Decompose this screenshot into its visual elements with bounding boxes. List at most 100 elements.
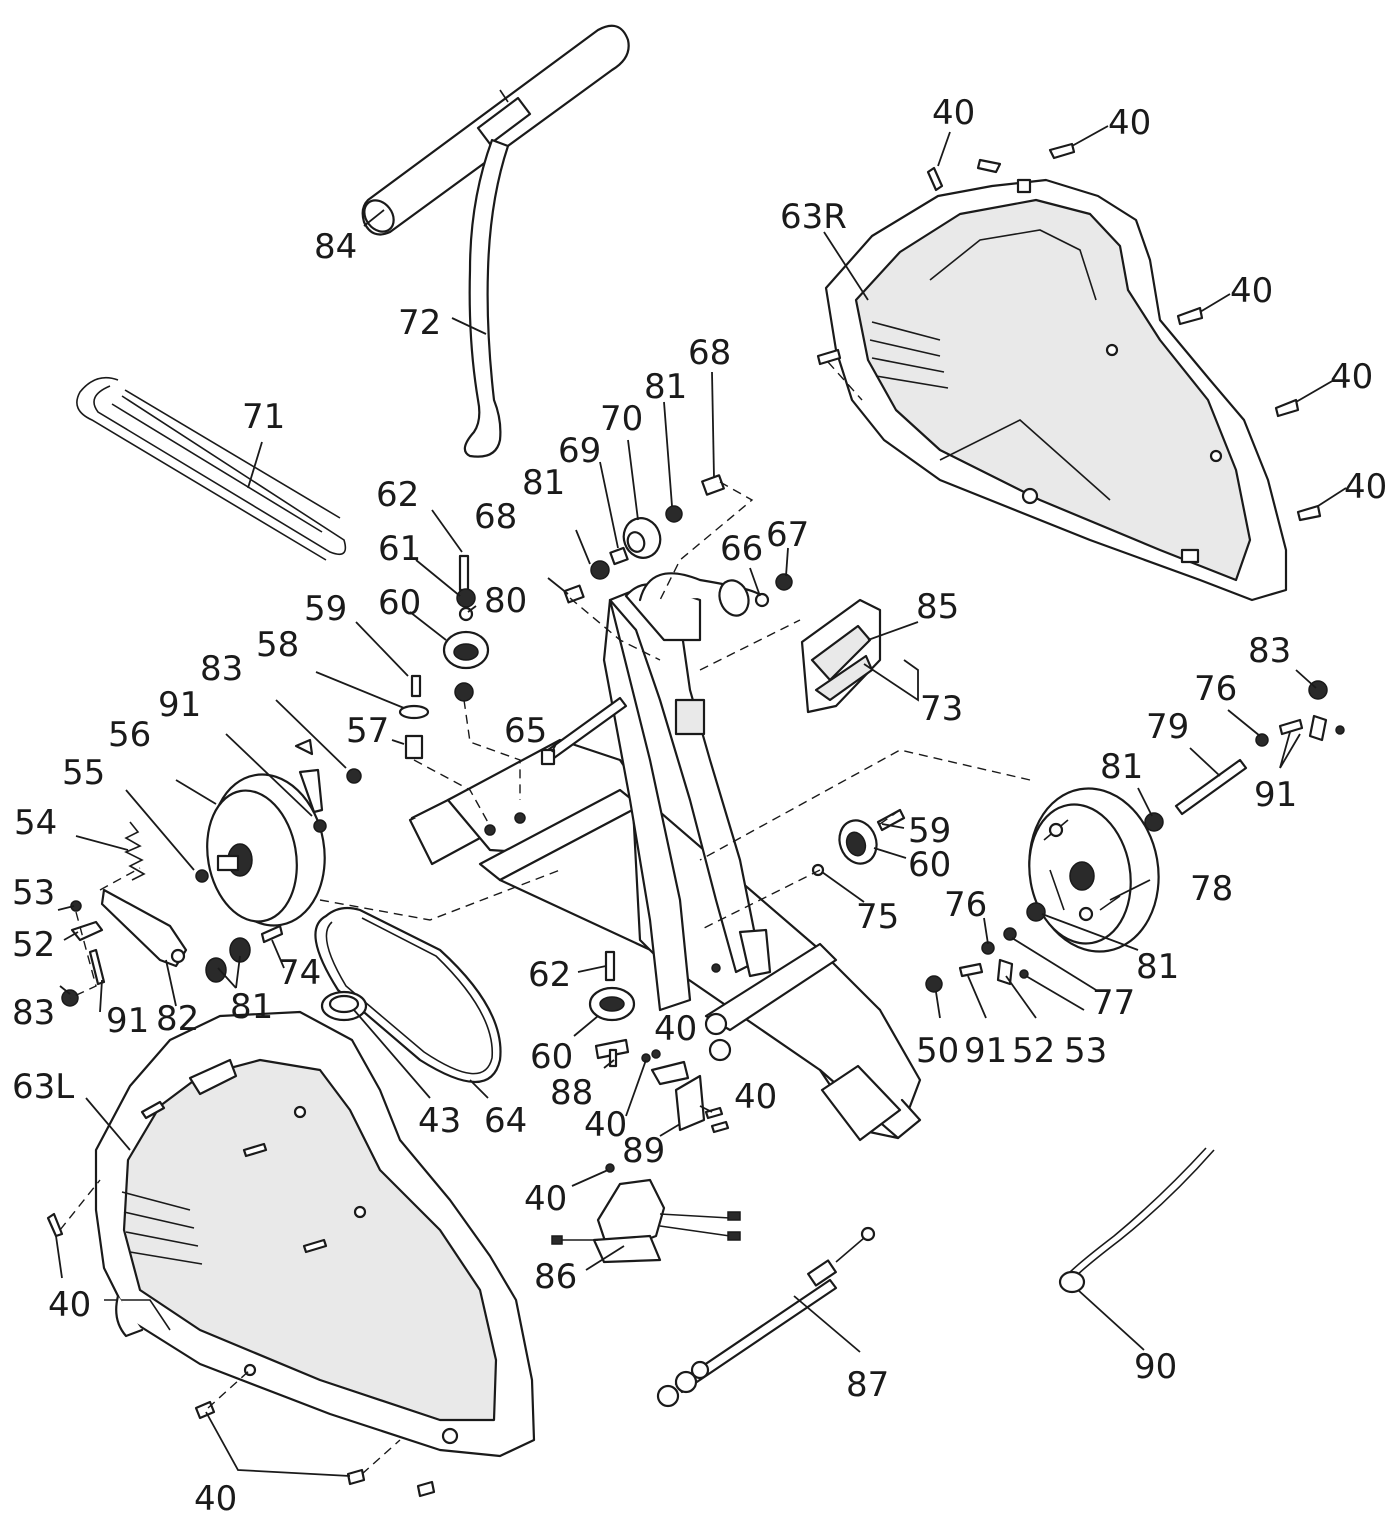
label-40-g: 40 [932, 93, 975, 133]
label-91-lower: 91 [106, 1001, 149, 1041]
label-58: 58 [256, 625, 299, 665]
label-63L: 63L [12, 1067, 74, 1107]
main-frame [408, 572, 922, 1142]
label-59-b: 59 [908, 811, 951, 851]
label-89: 89 [622, 1131, 665, 1171]
label-62-b: 62 [528, 955, 571, 995]
sensor-wire-part-90 [1058, 1147, 1215, 1294]
label-83: 83 [200, 649, 243, 689]
label-70: 70 [600, 399, 643, 439]
spring-and-tensioner-parts-left [61, 738, 362, 1007]
cable-part-87 [656, 1226, 876, 1408]
label-59: 59 [304, 589, 347, 629]
label-53: 53 [12, 873, 55, 913]
label-60: 60 [378, 583, 421, 623]
label-64: 64 [484, 1101, 527, 1141]
label-88: 88 [550, 1073, 593, 1113]
label-54: 54 [14, 803, 57, 843]
nut-parts-66-67 [754, 573, 793, 608]
label-43: 43 [418, 1101, 461, 1141]
label-55: 55 [62, 753, 105, 793]
label-81: 81 [230, 987, 273, 1027]
label-40-bottom: 40 [194, 1479, 237, 1517]
pulley-parts-62-60-lower [588, 950, 636, 1022]
label-76-b: 76 [1194, 669, 1237, 709]
screws-part-40-left-cover [46, 1100, 436, 1498]
screws-part-40-right-cover [816, 142, 1322, 522]
label-91-d: 91 [1254, 775, 1297, 815]
label-50: 50 [916, 1031, 959, 1071]
label-71: 71 [242, 397, 285, 437]
bracket-parts-88-89-40 [594, 1038, 730, 1173]
label-69: 69 [558, 431, 601, 471]
label-72: 72 [398, 303, 441, 343]
rod-part-71 [76, 376, 347, 561]
label-68-b: 68 [688, 333, 731, 373]
label-66: 66 [720, 529, 763, 569]
label-86: 86 [534, 1257, 577, 1297]
label-77: 77 [1092, 983, 1135, 1023]
label-76: 76 [944, 885, 987, 925]
label-83-c: 83 [1248, 631, 1291, 671]
label-63R: 63R [780, 197, 847, 237]
label-40-e: 40 [734, 1077, 777, 1117]
label-53-b: 53 [1064, 1031, 1107, 1071]
label-67: 67 [766, 515, 809, 555]
label-82: 82 [156, 999, 199, 1039]
label-83-lower: 83 [12, 993, 55, 1033]
label-90: 90 [1134, 1347, 1177, 1387]
label-78: 78 [1190, 869, 1233, 909]
motor-part-86 [551, 1178, 741, 1264]
label-81-d: 81 [1136, 947, 1179, 987]
label-81-b: 81 [522, 463, 565, 503]
seat-bracket-part-85 [699, 598, 919, 714]
label-80: 80 [484, 581, 527, 621]
label-62: 62 [376, 475, 419, 515]
label-60-c: 60 [908, 845, 951, 885]
label-52-b: 52 [1012, 1031, 1055, 1071]
pulley-parts-62-61-80-60 [442, 554, 521, 800]
flywheel-part-78 [699, 749, 1160, 953]
label-40-c: 40 [654, 1009, 697, 1049]
right-cover-part-63R [824, 178, 1288, 602]
label-56: 56 [108, 715, 151, 755]
ring-part-43 [320, 990, 368, 1022]
bolt-washer-spacer-parts-59-58-57 [398, 674, 491, 827]
part-number-labels: 84 72 71 62 61 80 60 59 58 57 83 91 56 5… [12, 93, 1387, 1517]
label-87: 87 [846, 1365, 889, 1405]
axle-and-hardware-parts-79-81-76-83-91 [925, 680, 1345, 993]
strap-part-72 [463, 138, 510, 458]
label-40-k: 40 [1344, 467, 1387, 507]
label-40-i: 40 [1230, 271, 1273, 311]
bolt-part-65 [540, 696, 628, 766]
bearing-parts-81-and-bolt-74 [205, 924, 284, 983]
label-84: 84 [314, 227, 357, 267]
label-61: 61 [378, 529, 421, 569]
label-65: 65 [504, 711, 547, 751]
label-81-c: 81 [644, 367, 687, 407]
label-74: 74 [278, 953, 321, 993]
label-40-d: 40 [584, 1105, 627, 1145]
bearing-stack-parts-68-81-69-70 [563, 474, 754, 661]
label-73: 73 [920, 689, 963, 729]
label-52: 52 [12, 925, 55, 965]
label-91-c: 91 [964, 1031, 1007, 1071]
label-40-left: 40 [48, 1285, 91, 1325]
label-68: 68 [474, 497, 517, 537]
label-40-f: 40 [524, 1179, 567, 1219]
label-40-j: 40 [1330, 357, 1373, 397]
flywheel-part-56 [206, 773, 561, 927]
leader-lines [55, 125, 1347, 1477]
label-85: 85 [916, 587, 959, 627]
label-60-b: 60 [530, 1037, 573, 1077]
handle-bar-part-84 [361, 24, 630, 236]
belt-part-64 [314, 906, 502, 1083]
label-40-h: 40 [1108, 103, 1151, 143]
label-57: 57 [346, 711, 389, 751]
label-91: 91 [158, 685, 201, 725]
label-81-e: 81 [1100, 747, 1143, 787]
label-79: 79 [1146, 707, 1189, 747]
left-cover-part-63L [94, 1010, 536, 1458]
